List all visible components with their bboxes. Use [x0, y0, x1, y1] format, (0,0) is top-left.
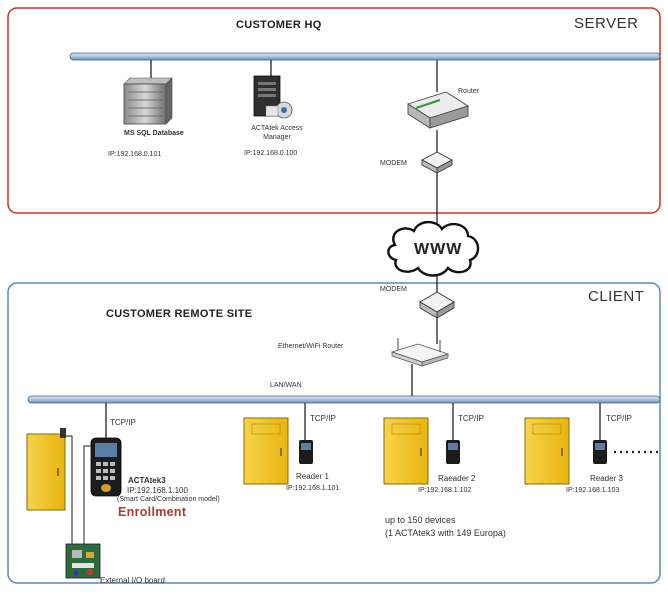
database-name-label: MS SQL Database — [124, 130, 184, 137]
access-manager-server-icon — [253, 75, 293, 119]
client-zone-frame — [7, 282, 661, 584]
capacity-note-line-1: up to 150 devices — [385, 515, 456, 525]
client-zone-title: CUSTOMER REMOTE SITE — [106, 308, 253, 320]
capacity-note-line-2: (1 ACTAtek3 with 149 Europa) — [385, 528, 506, 538]
database-ip-label: IP:192.168.0.101 — [108, 151, 162, 158]
enrollment-role-label: Enrollment — [118, 505, 187, 519]
reader-2-link-label: TCP/IP — [458, 414, 484, 423]
reader-2-ip: IP:192.168.1.102 — [418, 487, 472, 494]
enrollment-door-strike — [60, 428, 66, 438]
reader-1-ip: IP:192.168.1.101 — [286, 485, 340, 492]
reader-3-device-icon — [593, 440, 607, 464]
wifi-router-icon — [390, 338, 450, 367]
server-zone-frame — [7, 7, 661, 214]
io-board-label: External I/O board — [100, 576, 165, 585]
hq-modem-icon — [421, 151, 453, 174]
server-zone-title: CUSTOMER HQ — [236, 19, 322, 31]
hq-modem-label: MODEM — [380, 160, 407, 167]
reader-1-device-icon — [299, 440, 313, 464]
reader-1-link-label: TCP/IP — [310, 414, 336, 423]
hq-router-icon — [406, 91, 470, 129]
enrollment-device-model: (Smart Card/Combination model) — [117, 496, 220, 503]
reader-1-name: Reader 1 — [296, 472, 329, 481]
www-cloud-icon — [387, 220, 480, 277]
enrollment-device-name: ACTAtek3 — [128, 476, 166, 485]
enrollment-device-ip: IP:192.168.1.100 — [127, 486, 188, 495]
database-server-icon — [123, 77, 173, 125]
reader-2-door-icon — [383, 417, 429, 485]
reader-1-door-icon — [243, 417, 289, 485]
reader-2-device-icon — [446, 440, 460, 464]
lan-network-bus — [27, 395, 661, 404]
server-zone-tag: SERVER — [574, 15, 639, 32]
external-io-board-icon — [65, 543, 101, 579]
hq-network-bus — [69, 52, 661, 61]
wire-terminal-to-io — [83, 445, 91, 546]
client-modem-icon — [419, 291, 455, 319]
hq-router-label: Router — [458, 88, 480, 95]
client-modem-label: MODEM — [380, 286, 407, 293]
actatek3-terminal-icon — [90, 437, 122, 497]
www-label: WWW — [414, 241, 463, 258]
access-manager-name-label: ACTAtek Access Manager — [251, 125, 303, 141]
reader-3-link-label: TCP/IP — [606, 414, 632, 423]
reader-3-name: Reader 3 — [590, 474, 623, 483]
access-manager-ip-label: IP:192.168.0.100 — [244, 150, 298, 157]
reader-2-name: Raeader 2 — [438, 474, 476, 483]
enrollment-door-icon — [26, 433, 66, 511]
lan-wan-label: LAN/WAN — [270, 382, 302, 389]
wire-door-to-io — [66, 435, 73, 548]
reader-3-door-icon — [524, 417, 570, 485]
wifi-router-label: Ethernet/WiFi Router — [278, 343, 344, 350]
client-zone-tag: CLIENT — [588, 288, 645, 305]
enrollment-link-label: TCP/IP — [110, 418, 136, 427]
reader-3-ip: IP:192.168.1.103 — [566, 487, 620, 494]
